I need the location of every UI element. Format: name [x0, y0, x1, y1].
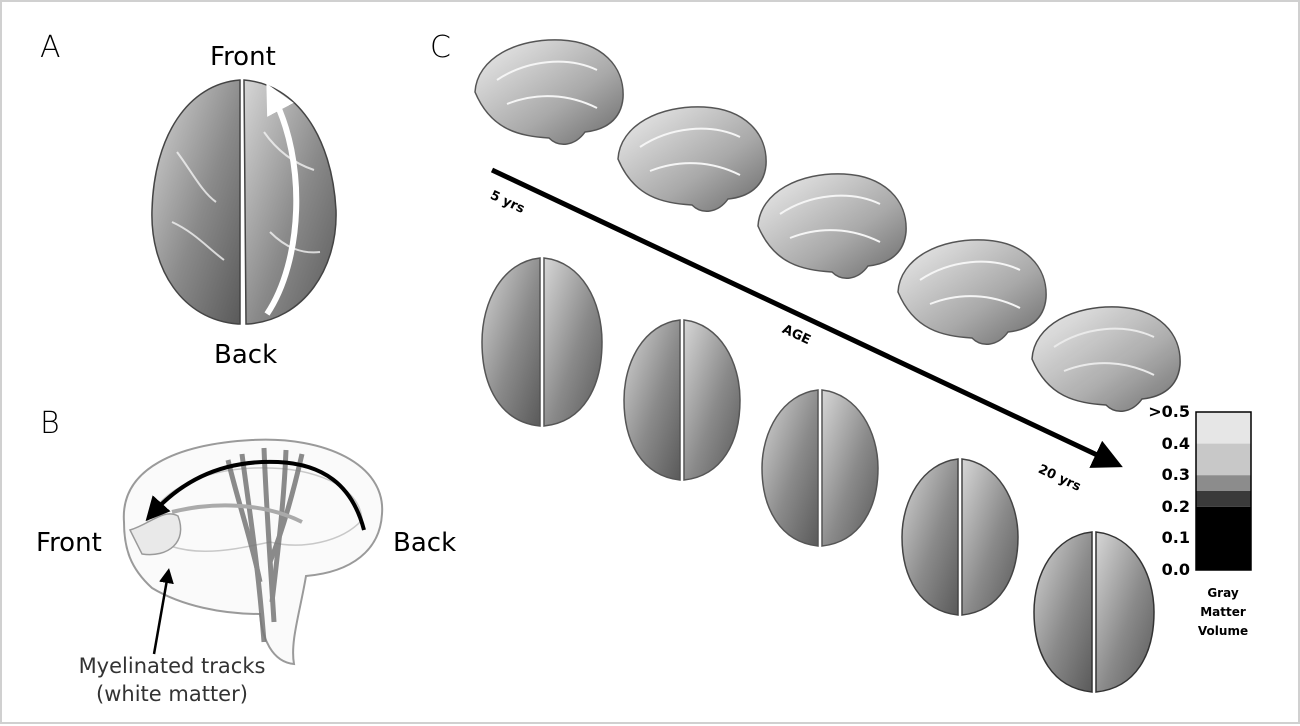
colorbar-tick-label: 0.4 — [1161, 433, 1190, 453]
age-arrow — [490, 167, 1123, 468]
colorbar-caption: Gray Matter Volume — [1178, 584, 1268, 641]
panel-b-brain — [122, 438, 384, 666]
panel-a-front-label: Front — [210, 42, 276, 72]
colorbar-frame — [1195, 411, 1252, 571]
caption-line-1: Myelinated tracks — [78, 654, 266, 678]
colorbar-caption-line-3: Volume — [1197, 624, 1249, 638]
caption-line-2: (white matter) — [96, 682, 248, 706]
colorbar-band — [1196, 491, 1251, 507]
colorbar-caption-line-1: Gray — [1207, 586, 1239, 600]
colorbar-tick-label: 0.0 — [1161, 560, 1190, 579]
colorbar-band — [1196, 443, 1251, 476]
colorbar-tick-label: 0.3 — [1161, 465, 1190, 485]
panel-label-b: B — [40, 406, 60, 441]
colorbar-tick-label: 0.1 — [1161, 528, 1190, 548]
panel-b-caption: Myelinated tracks (white matter) — [52, 652, 292, 708]
colorbar-band — [1196, 475, 1251, 491]
colorbar-tick-label: 0.2 — [1161, 496, 1190, 516]
panel-b-back-label: Back — [393, 528, 457, 558]
lateral-brain-series — [474, 39, 1181, 412]
colorbar-band — [1196, 412, 1251, 444]
colorbar-band — [1196, 506, 1251, 570]
panel-label-a: A — [40, 30, 61, 65]
colorbar — [1195, 411, 1252, 571]
panel-a-back-label: Back — [214, 340, 278, 370]
colorbar-caption-line-2: Matter — [1200, 605, 1246, 619]
panel-label-c: C — [430, 30, 451, 65]
top-brain-series — [481, 257, 1155, 693]
colorbar-tick-label: >0.5 — [1148, 402, 1190, 421]
panel-b-front-label: Front — [36, 528, 102, 558]
panel-a-brain — [151, 79, 337, 325]
